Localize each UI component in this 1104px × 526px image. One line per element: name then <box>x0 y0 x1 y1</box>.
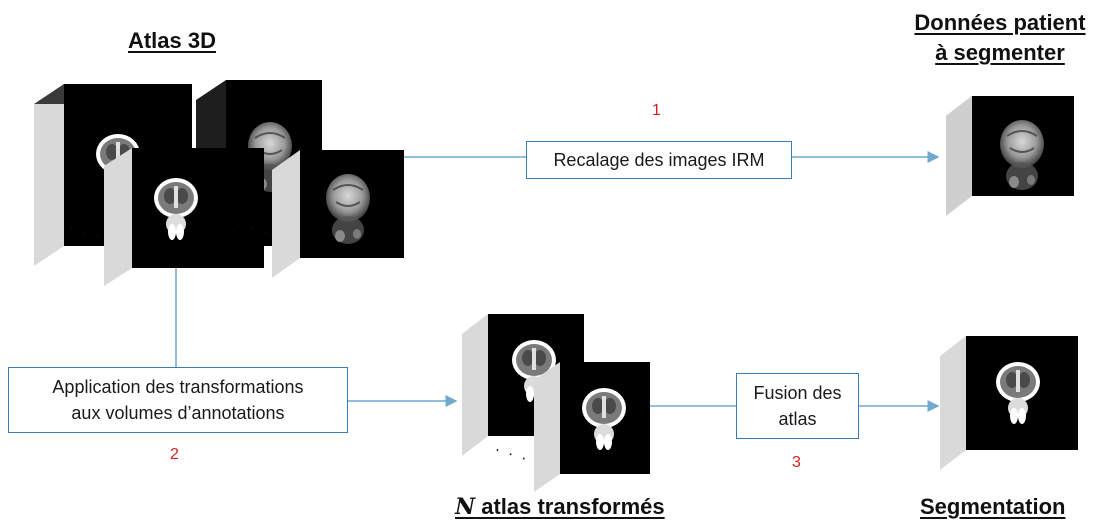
fusion-line2: atlas <box>778 409 817 429</box>
registration-box: Recalage des images IRM <box>526 141 792 179</box>
application-line2: aux volumes d’annotations <box>71 403 285 423</box>
heading-transformed-atlases: N atlas transformés <box>455 494 665 520</box>
atlas-cube-front-left <box>104 148 264 286</box>
transformed-label: atlas transformés <box>475 494 665 519</box>
heading-atlas-3d: Atlas 3D <box>127 28 217 53</box>
transformed-n-symbol: N <box>455 494 476 520</box>
fusion-box: Fusion des atlas <box>736 373 859 439</box>
fusion-line1: Fusion des <box>753 383 842 403</box>
heading-patient-data: Données patient à segmenter <box>900 8 1100 68</box>
heading-patient-line1: Données patient <box>914 10 1086 35</box>
step-number-1: 1 <box>652 102 661 119</box>
heading-segmentation: Segmentation <box>920 494 1066 519</box>
patient-data-cube <box>946 96 1074 216</box>
step-number-3: 3 <box>792 454 801 471</box>
heading-patient-line2: à segmenter <box>935 40 1065 65</box>
transformed-cube-front <box>534 362 650 492</box>
segmentation-cube <box>940 336 1078 470</box>
step-number-2: 2 <box>170 446 179 463</box>
application-box: Application des transformations aux volu… <box>8 367 348 433</box>
atlas-cube-front-right <box>272 150 404 278</box>
application-line1: Application des transformations <box>52 377 304 397</box>
